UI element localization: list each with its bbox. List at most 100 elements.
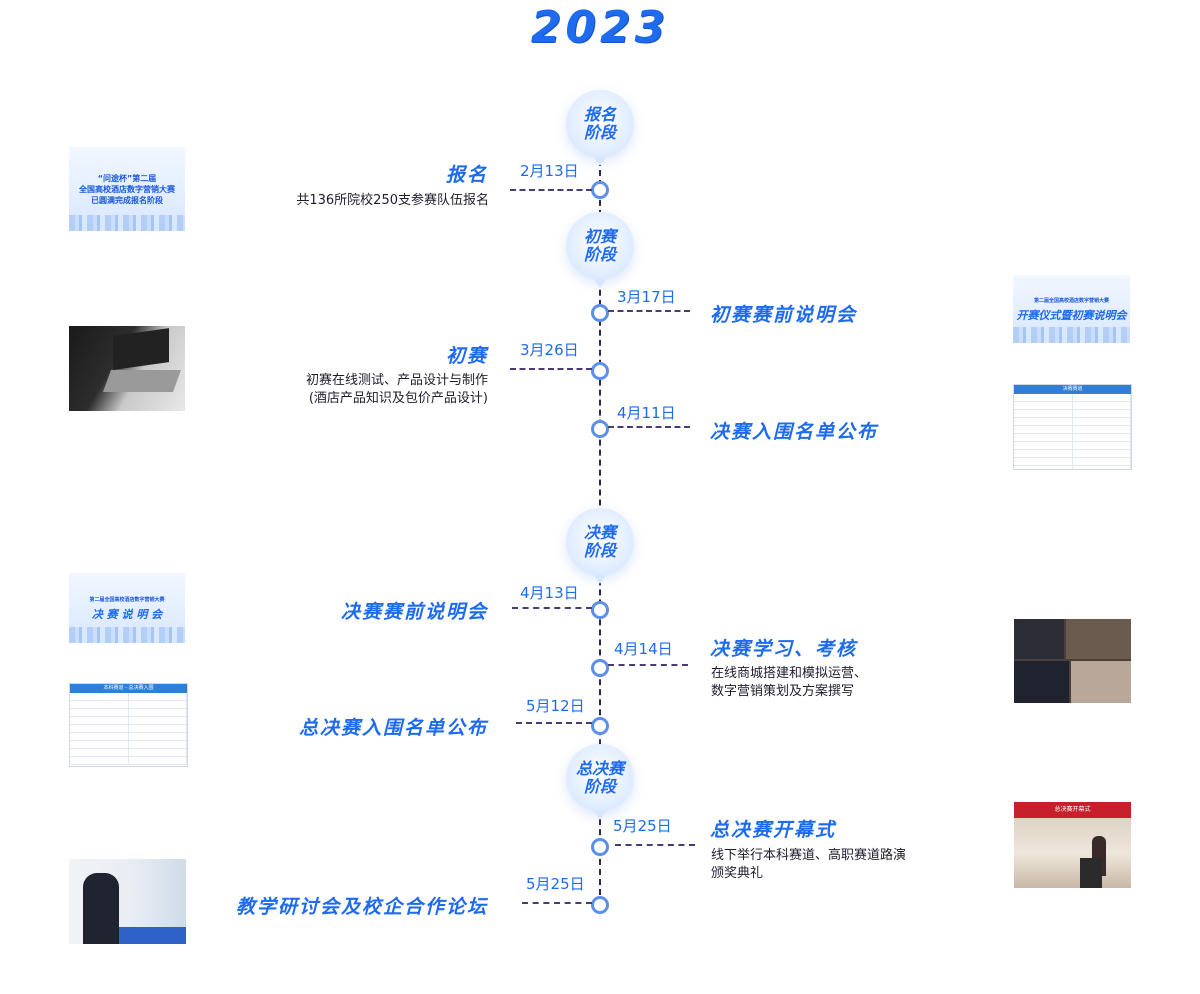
poster-line: 第二届全国高校酒店数字营销大赛	[89, 596, 165, 603]
stage-bubble-grand-final: 总决赛阶段	[566, 744, 634, 820]
table-row	[1014, 450, 1131, 458]
event-title: 总决赛入围名单公布	[298, 717, 488, 739]
connector-line	[522, 902, 592, 904]
year-heading: 2023	[530, 2, 670, 53]
event-desc: 共136所院校250支参赛队伍报名	[296, 193, 489, 208]
table-row	[1014, 402, 1131, 410]
timeline-node	[591, 601, 609, 619]
event-title: 决赛赛前说明会	[340, 601, 488, 623]
connector-line	[510, 368, 592, 370]
event-title: 初赛	[445, 345, 488, 367]
stage-label-line: 报名	[583, 105, 616, 124]
table-header: 本科赛道 - 总决赛入围	[70, 684, 187, 693]
connector-line	[615, 844, 695, 846]
event-title: 决赛入围名单公布	[710, 421, 879, 443]
event-date: 5月25日	[613, 817, 672, 835]
poster-line: 第二届全国高校酒店数字营销大赛	[1033, 297, 1109, 304]
timeline-node	[591, 838, 609, 856]
stage-bubble-signup: 报名阶段	[566, 90, 634, 166]
table-row	[70, 733, 187, 741]
podium	[119, 927, 186, 944]
stage-bubble-prelim: 初赛阶段	[566, 212, 634, 288]
table-row	[1014, 394, 1131, 402]
event-date: 4月13日	[520, 584, 579, 602]
connector-line	[510, 189, 592, 191]
event-title: 决赛学习、考核	[710, 638, 858, 660]
event-desc: 初赛在线测试、产品设计与制作	[305, 373, 488, 388]
timeline-node	[591, 659, 609, 677]
grand-final-list-thumbnail: 本科赛道 - 总决赛入围	[69, 683, 188, 767]
table-row	[70, 725, 187, 733]
event-title: 报名	[445, 164, 488, 186]
table-row	[1014, 442, 1131, 450]
table-row	[70, 757, 187, 765]
timeline-node	[591, 717, 609, 735]
table-row	[70, 693, 187, 701]
laptop-keyboard	[102, 370, 182, 392]
connector-line	[608, 310, 690, 312]
skyline-graphic	[69, 627, 185, 643]
connector-line	[516, 722, 592, 724]
timeline-node	[591, 896, 609, 914]
stage-label-line: 决赛	[583, 523, 616, 542]
collage-photo	[1071, 661, 1131, 703]
event-title: 总决赛开幕式	[710, 819, 837, 841]
collage-photo	[1014, 619, 1064, 659]
table-row	[1014, 418, 1131, 426]
stage-banner: 总决赛开幕式	[1014, 802, 1131, 818]
event-desc: 在线商城搭建和模拟运营、	[711, 666, 868, 681]
table-row	[70, 709, 187, 717]
table-row	[1014, 410, 1131, 418]
stage-label-line: 阶段	[583, 541, 616, 560]
final-briefing-poster-thumbnail: 第二届全国高校酒店数字营销大赛 决 赛 说 明 会	[69, 573, 185, 643]
event-desc: (酒店产品知识及包价产品设计)	[308, 391, 488, 406]
stage-label-line: 阶段	[583, 245, 616, 264]
poster-line: “问途杯”第二届	[97, 173, 157, 183]
timeline-node	[591, 362, 609, 380]
final-list-thumbnail: 决赛赛道	[1013, 384, 1132, 470]
event-date: 3月26日	[520, 341, 579, 359]
event-date: 4月14日	[614, 640, 673, 658]
table-row	[1014, 466, 1131, 469]
event-desc: 线下举行本科赛道、高职赛道路演	[711, 848, 907, 863]
skyline-graphic	[69, 215, 185, 231]
prelim-briefing-poster-thumbnail: 第二届全国高校酒店数字营销大赛 开赛仪式暨初赛说明会	[1013, 275, 1130, 343]
collage-photo	[1066, 619, 1131, 659]
event-title: 初赛赛前说明会	[710, 304, 858, 326]
stage-label-line: 初赛	[583, 227, 616, 246]
table-row	[1014, 426, 1131, 434]
study-collage-thumbnail	[1014, 619, 1131, 703]
poster-line: 已圆满完成报名阶段	[91, 195, 163, 205]
poster-heading: 开赛仪式暨初赛说明会	[1016, 308, 1127, 322]
connector-line	[608, 426, 690, 428]
event-title: 教学研讨会及校企合作论坛	[235, 896, 488, 918]
podium	[1080, 858, 1102, 888]
event-date: 5月25日	[526, 875, 585, 893]
timeline-node	[591, 304, 609, 322]
speaker-figure	[83, 873, 119, 944]
timeline-node	[591, 181, 609, 199]
stage-bubble-final: 决赛阶段	[566, 508, 634, 584]
table-header: 决赛赛道	[1014, 385, 1131, 394]
laptop-photo-thumbnail	[69, 326, 185, 411]
stage-label-line: 总决赛	[575, 759, 624, 778]
timeline-node	[591, 420, 609, 438]
table-row	[70, 741, 187, 749]
table-row	[70, 701, 187, 709]
opening-ceremony-thumbnail: 总决赛开幕式	[1014, 802, 1131, 888]
poster-line: 全国高校酒店数字营销大赛	[79, 184, 175, 194]
event-date: 5月12日	[526, 697, 585, 715]
event-date: 3月17日	[617, 288, 676, 306]
table-row	[70, 717, 187, 725]
table-row	[1014, 434, 1131, 442]
stage-label-line: 阶段	[583, 123, 616, 142]
collage-photo	[1014, 661, 1069, 703]
laptop-screen	[113, 328, 169, 370]
connector-line	[608, 664, 688, 666]
stage-label-line: 阶段	[583, 777, 616, 796]
signup-poster-thumbnail: “问途杯”第二届 全国高校酒店数字营销大赛 已圆满完成报名阶段	[69, 147, 185, 231]
event-desc: 数字营销策划及方案撰写	[711, 684, 855, 699]
event-desc: 颁奖典礼	[711, 866, 764, 881]
poster-heading: 决 赛 说 明 会	[91, 607, 163, 621]
table-row	[1014, 458, 1131, 466]
